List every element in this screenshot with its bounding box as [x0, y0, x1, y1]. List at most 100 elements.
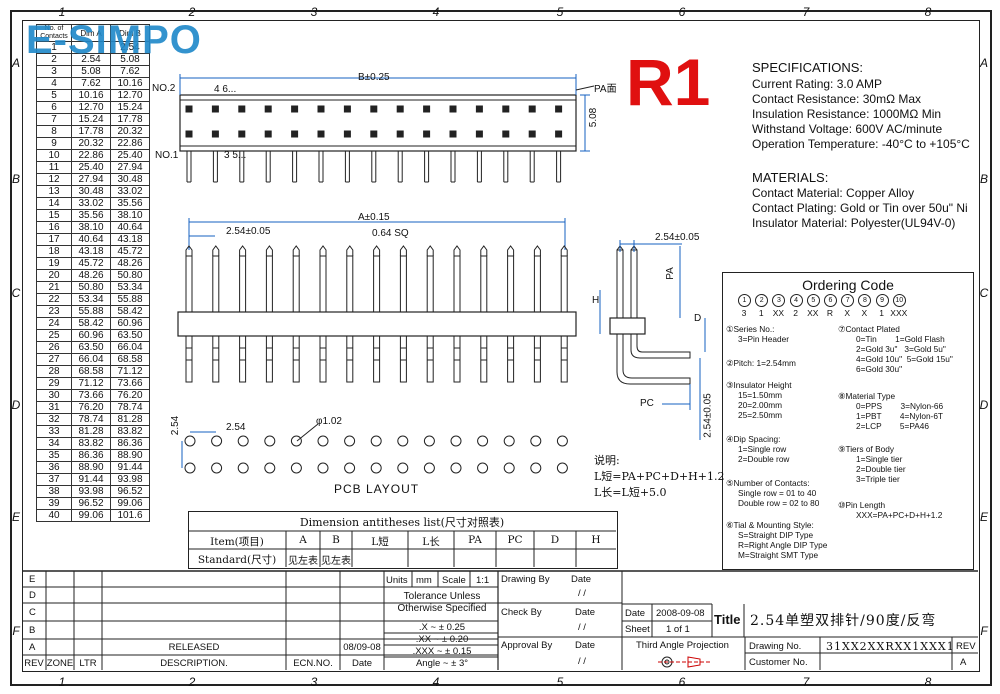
dimension-list-header: A — [299, 534, 307, 546]
zone-row: E — [979, 510, 988, 524]
code-option-line: 2=Double row — [738, 454, 790, 464]
code-option-line: 1=Single tier — [856, 454, 903, 464]
date-blank: / / — [578, 588, 586, 599]
revision-letter: B — [29, 625, 36, 636]
code-option-line: 2=Double tier — [856, 464, 906, 474]
revision-letter: D — [29, 590, 36, 601]
zone-col: 6 — [678, 675, 686, 689]
zone-col: 3 — [310, 675, 318, 689]
units-label: Units — [386, 575, 408, 586]
zone-row: C — [979, 286, 989, 300]
height-label: 5.08 — [588, 107, 600, 128]
ordering-code-box: Ordering Code — [722, 272, 974, 570]
zone-col: 1 — [58, 675, 66, 689]
tolerance-line: .XX ~ ± 0.20 — [415, 634, 469, 645]
drawing-outer-frame — [10, 10, 992, 686]
code-digit-value: XXX — [890, 308, 908, 318]
zone-col: 5 — [556, 5, 564, 19]
zone-row: F — [12, 624, 20, 638]
zone-col: 4 — [432, 675, 440, 689]
specifications-title: SPECIFICATIONS: — [752, 60, 863, 75]
code-option-line: Double row = 02 to 80 — [738, 498, 820, 508]
pitch-label: 2.54±0.05 — [226, 226, 271, 237]
code-option-line: ⑩Pin Length — [838, 500, 886, 510]
spec-line: Current Rating: 3.0 AMP — [752, 77, 883, 91]
drawing-inner-frame — [22, 20, 980, 672]
code-digit-circle: 3 — [772, 294, 786, 307]
title-label: Title — [714, 612, 741, 627]
zone-columns-bottom: 1 2 3 4 5 6 7 8 — [22, 675, 978, 689]
code-option-line: S=Straight DIP Type — [738, 530, 814, 540]
dimension-list-header: L长 — [422, 536, 440, 548]
drawing-date: 2008-09-08 — [656, 608, 705, 619]
code-option-line: 2=Gold 3u" 3=Gold 5u" — [856, 344, 946, 354]
released-label: RELEASED — [168, 642, 220, 653]
code-option-line: 1=PBT 4=Nylon-6T — [856, 411, 944, 421]
dimension-list-title: Dimension antitheses list(尺寸对照表) — [299, 516, 505, 529]
spec-line: Contact Resistance: 30mΩ Max — [752, 92, 922, 106]
code-option-line: 3=Pin Header — [738, 334, 789, 344]
spec-line: Operation Temperature: -40°C to +105°C — [752, 137, 970, 151]
code-digit-value: 1 — [758, 308, 764, 318]
pcb-layout-title: PCB LAYOUT — [334, 482, 420, 496]
code-digit-circle: 2 — [755, 294, 769, 307]
zone-col: 2 — [188, 675, 196, 689]
note-title: 说明: — [594, 454, 620, 467]
zone-col: 7 — [802, 675, 810, 689]
zone-col: 5 — [556, 675, 564, 689]
note-line: L长=L短+5.0 — [594, 486, 667, 499]
code-digit-value: X — [861, 308, 868, 318]
code-option-line: 1=Single row — [738, 444, 787, 454]
drawn-by-label: Drawing By — [501, 574, 550, 585]
dimension-list-header: PA — [468, 534, 482, 546]
table-cell: 99.06 — [110, 497, 150, 510]
code-digit-value: 2 — [793, 308, 798, 318]
table-cell: 101.6 — [110, 509, 150, 522]
units-value: mm — [416, 575, 432, 586]
revision-letter: E — [29, 574, 36, 585]
dimension-list-cell: 见左表 — [321, 556, 351, 567]
zone-row: B — [979, 172, 988, 186]
code-digit-circle: 10 — [892, 294, 906, 307]
code-option-line: 4=Gold 10u" 5=Gold 15u" — [856, 354, 953, 364]
revision-header: REV — [24, 658, 44, 669]
zone-row: D — [11, 398, 21, 412]
ordering-code-title: Ordering Code — [802, 277, 894, 293]
zone-col: 8 — [924, 675, 932, 689]
tolerance-line: Angle ~ ± 3° — [415, 658, 469, 669]
odd-pins-label: 3 5... — [224, 150, 247, 161]
code-option-line: Single row = 01 to 40 — [738, 488, 817, 498]
zone-row: D — [979, 398, 989, 412]
released-date: 08/09-08 — [343, 642, 381, 653]
code-option-line: 2=LCP 5=PA46 — [856, 421, 930, 431]
code-option-line: ③Insulator Height — [726, 380, 792, 390]
pcb-layout — [181, 423, 568, 474]
front-view — [177, 218, 577, 383]
dimension-list-header: D — [550, 534, 560, 546]
date-label: Date — [575, 607, 596, 618]
revision-letter: C — [29, 607, 36, 618]
tolerance-line: .X ~ ± 0.25 — [418, 622, 466, 633]
even-pins-label: 4 6... — [214, 84, 237, 95]
sheet-label: Sheet — [625, 624, 650, 635]
projection-label: Third Angle Projection — [636, 640, 729, 651]
code-digit-circle: 9 — [875, 294, 889, 307]
code-digit-circle: 1 — [738, 294, 751, 307]
